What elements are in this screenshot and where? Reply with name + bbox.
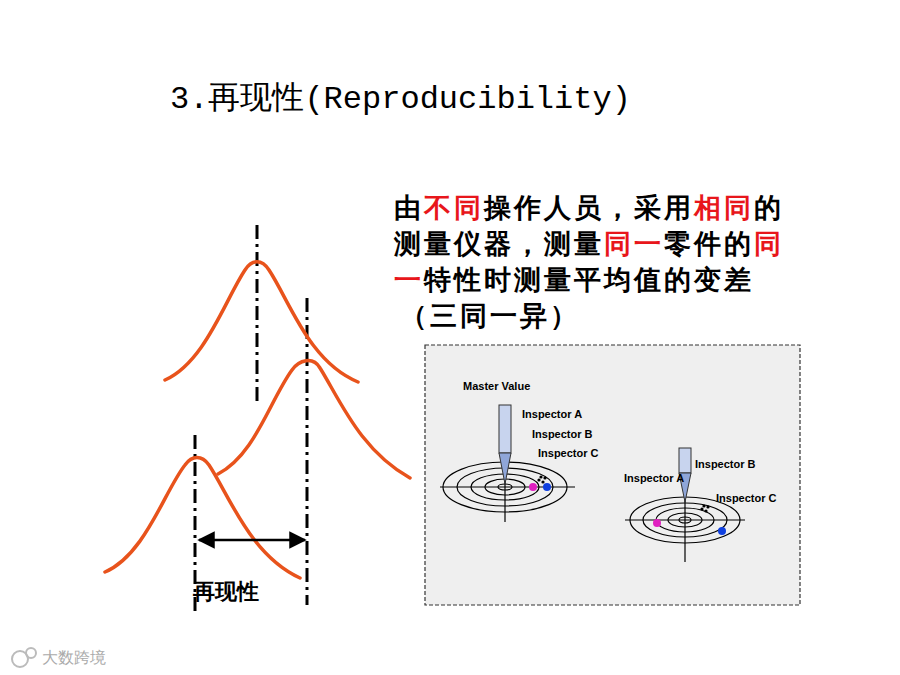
readings (529, 475, 551, 491)
callout-label: Inspector A (624, 472, 684, 484)
callout-label: Inspector B (695, 458, 756, 470)
target (625, 495, 745, 562)
callout-label: Master Value (463, 380, 530, 392)
mean-line (256, 225, 259, 405)
watermark-icon (12, 648, 36, 667)
panel (425, 345, 800, 605)
slide-title: 3.再现性(Reproducibility) (170, 76, 631, 120)
callout-label: Inspector A (522, 408, 582, 420)
axis-label: 再现性 (193, 577, 259, 607)
bell-curve (105, 458, 300, 579)
callout-label: Inspector B (532, 428, 593, 440)
bell-curve (165, 262, 358, 382)
probe (499, 405, 511, 484)
range-arrow (199, 539, 305, 542)
mean-line (306, 298, 309, 605)
definition-text: 由不同操作人员，采用相同的测量仪器，测量同一零件的同一特性时测量平均值的变差（三… (394, 190, 784, 334)
callout-label: Inspector C (716, 492, 777, 504)
readings (653, 504, 726, 535)
bell-curve (218, 361, 410, 478)
callout-label: Inspector C (538, 447, 599, 459)
watermark: 大数跨境 (42, 648, 106, 669)
